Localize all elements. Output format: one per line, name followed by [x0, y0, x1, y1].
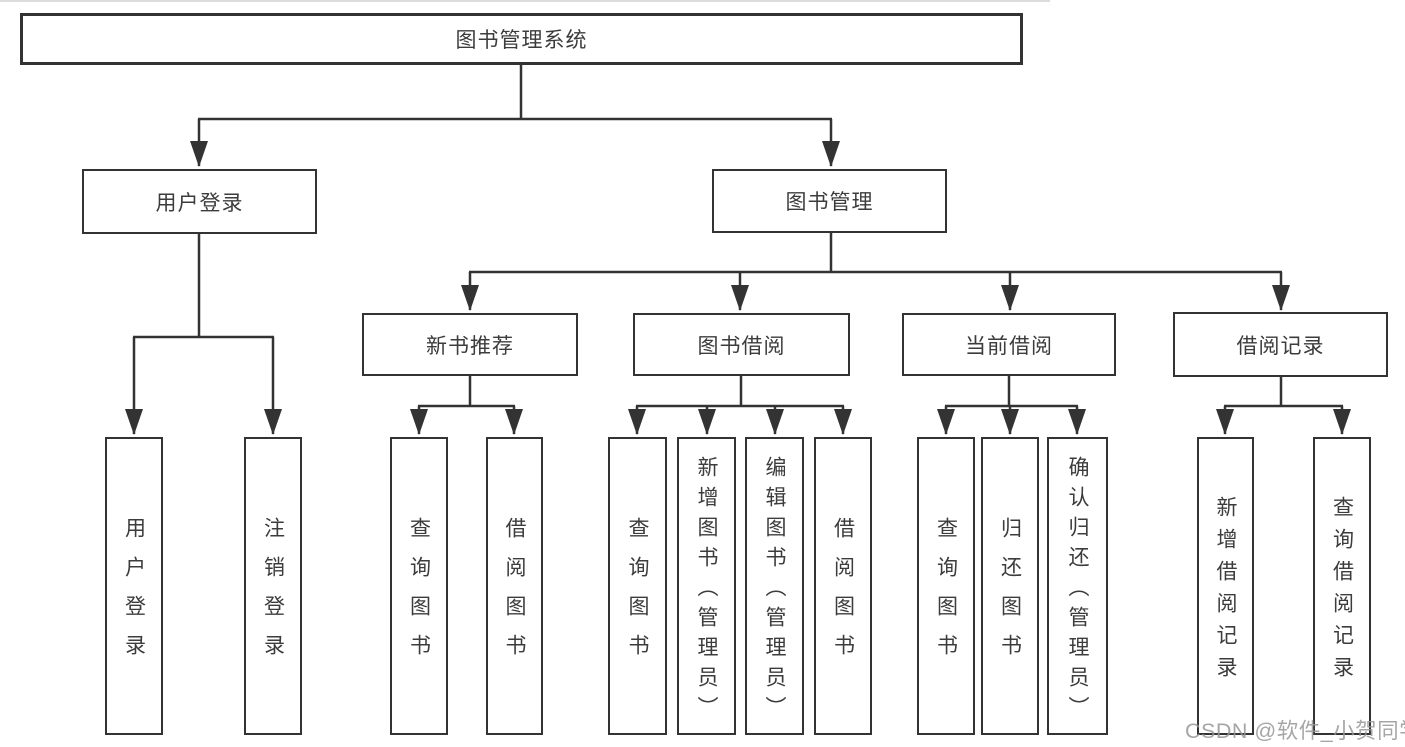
page-divider-line [0, 0, 1050, 2]
leaf-query-borrow-record: 查询借阅记录 [1313, 437, 1371, 735]
node-label: 借阅记录 [1236, 334, 1325, 358]
node-user-login: 用户登录 [82, 169, 317, 234]
node-label: 当前借阅 [965, 334, 1053, 358]
leaf-query-books-rec: 查询图书 [390, 437, 448, 735]
node-library-management-system: 图书管理系统 [20, 13, 1023, 65]
leaf-return-books: 归还图书 [981, 437, 1039, 735]
leaf-label: 新增借阅记录 [1214, 495, 1237, 688]
leaf-label: 借阅图书 [503, 517, 526, 673]
leaf-label: 确认归还（管理员） [1066, 455, 1089, 726]
leaf-edit-books-admin: 编辑图书（管理员） [745, 437, 804, 735]
leaf-query-books-borrow: 查询图书 [608, 437, 667, 735]
node-borrowing-records: 借阅记录 [1173, 312, 1388, 377]
csdn-watermark: CSDN @软件_小贺同学 [1185, 719, 1405, 743]
leaf-label: 用户登录 [122, 517, 146, 673]
node-book-borrowing: 图书借阅 [633, 313, 850, 376]
node-label: 图书管理 [785, 191, 874, 214]
leaf-confirm-return-admin: 确认归还（管理员） [1047, 437, 1108, 735]
leaf-label: 归还图书 [998, 517, 1022, 673]
leaf-add-borrow-record: 新增借阅记录 [1197, 437, 1254, 735]
leaf-logout-login: 注销登录 [244, 437, 302, 735]
leaf-query-books-current: 查询图书 [917, 437, 975, 735]
node-label: 新书推荐 [426, 334, 514, 358]
leaf-label: 注销登录 [261, 517, 285, 673]
leaf-label: 新增图书（管理员） [695, 455, 718, 726]
leaf-label: 查询图书 [407, 517, 431, 673]
node-label: 用户登录 [155, 191, 244, 215]
leaf-label: 查询图书 [626, 517, 649, 673]
node-label: 图书管理系统 [455, 29, 588, 52]
leaf-label: 编辑图书（管理员） [763, 455, 786, 726]
node-label: 图书借阅 [697, 334, 786, 358]
leaf-label: 查询图书 [934, 517, 958, 673]
node-new-book-recommendation: 新书推荐 [362, 313, 578, 376]
leaf-add-books-admin: 新增图书（管理员） [677, 437, 736, 735]
node-current-borrowing: 当前借阅 [902, 313, 1116, 376]
node-book-management: 图书管理 [712, 169, 947, 233]
leaf-label: 查询借阅记录 [1330, 495, 1354, 688]
leaf-borrow-books-borrow: 借阅图书 [814, 437, 872, 735]
leaf-user-login: 用户登录 [105, 437, 163, 735]
leaf-label: 借阅图书 [831, 517, 855, 673]
leaf-borrow-books-rec: 借阅图书 [486, 437, 543, 735]
